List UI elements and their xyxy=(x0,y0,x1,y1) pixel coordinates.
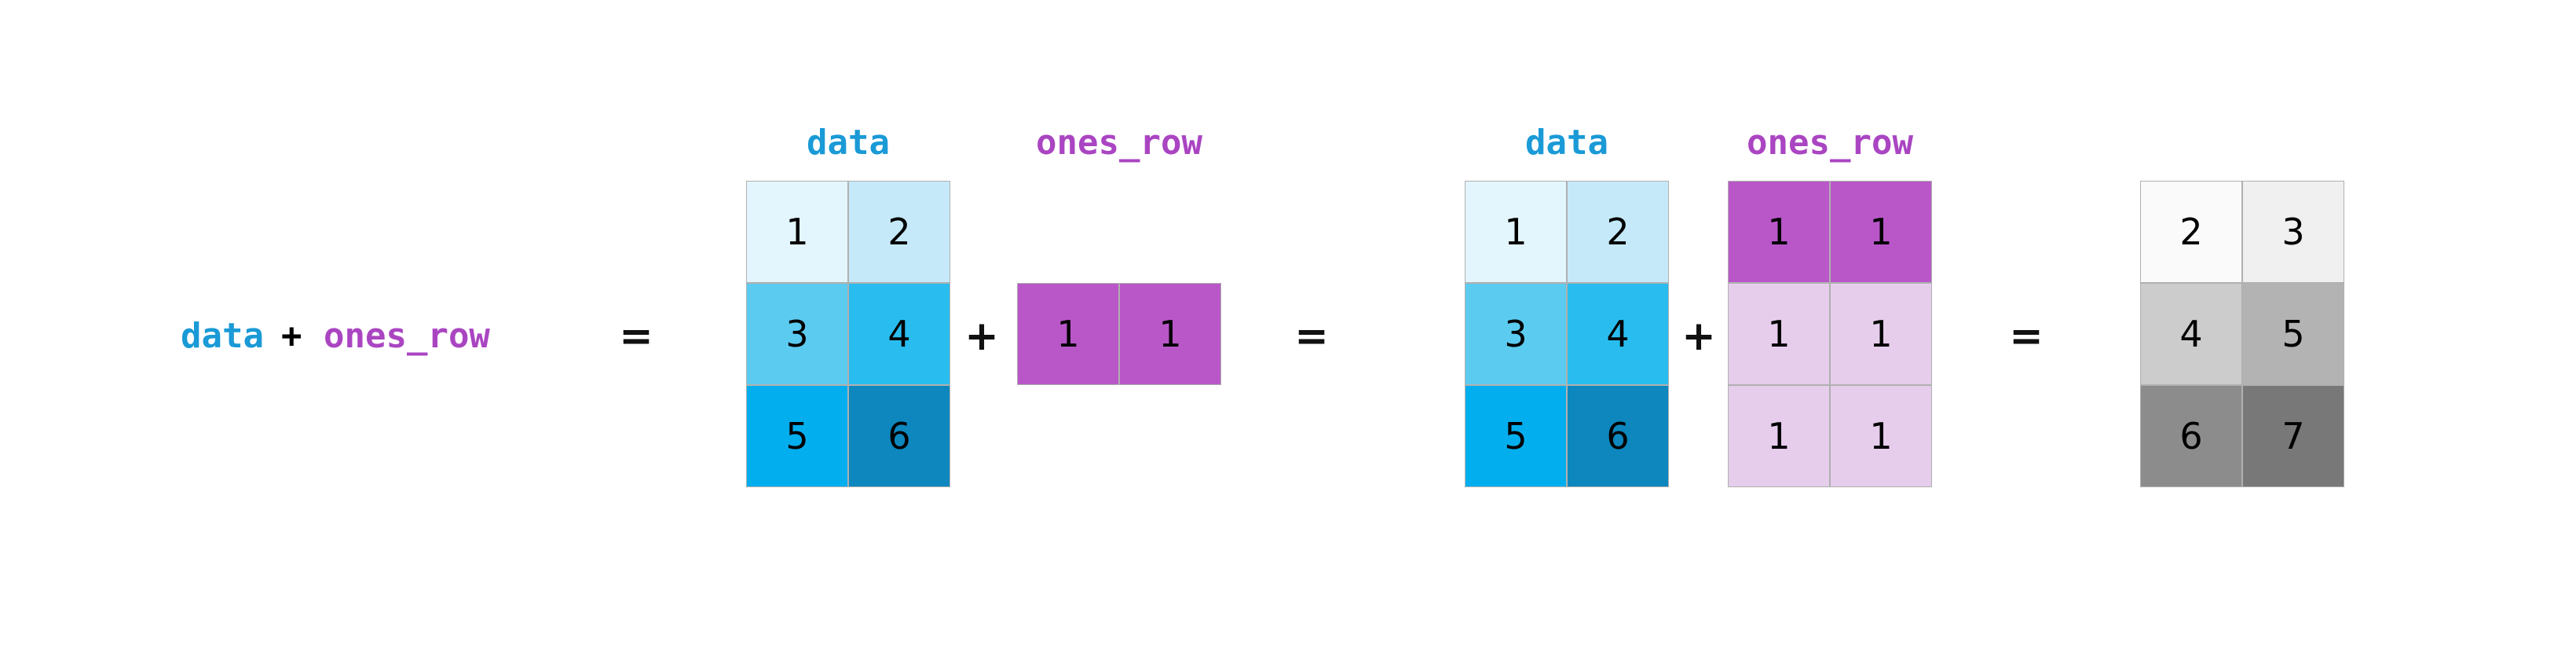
matrix-cell-data-2: 3 xyxy=(1465,283,1567,385)
matrix-cell-data-2: 6 xyxy=(1567,385,1669,487)
plus-operator-1: + xyxy=(964,313,999,360)
matrix-cell-data-1: 4 xyxy=(848,283,950,385)
matrix-cell-result: 6 xyxy=(2140,385,2242,487)
expression-term-data: data xyxy=(181,316,264,356)
matrix-cell-data-1: 5 xyxy=(746,385,848,487)
matrix-title-data-1: data xyxy=(807,123,890,163)
matrix-cell-data-2: 1 xyxy=(1465,181,1567,283)
matrix-cell-ones-row-broadcast: 1 xyxy=(1830,181,1932,283)
matrix-cell-data-1: 3 xyxy=(746,283,848,385)
matrix-cell-ones-row-broadcast: 1 xyxy=(1830,283,1932,385)
matrix-title-ones-row-2: ones_row xyxy=(1747,123,1913,163)
matrix-cell-result: 3 xyxy=(2242,181,2344,283)
matrix-cell-result: 4 xyxy=(2140,283,2242,385)
matrix-cell-ones-row-1: 1 xyxy=(1119,283,1221,385)
expression-term-ones-row: ones_row xyxy=(324,316,490,356)
plus-operator-2: + xyxy=(1681,313,1716,360)
matrix-cell-result: 7 xyxy=(2242,385,2344,487)
matrix-cell-ones-row-broadcast: 1 xyxy=(1728,385,1830,487)
matrix-title-ones-row-1: ones_row xyxy=(1036,123,1202,163)
matrix-cell-ones-row-broadcast: 1 xyxy=(1728,283,1830,385)
matrix-cell-ones-row-broadcast: 1 xyxy=(1728,181,1830,283)
matrix-cell-data-1: 2 xyxy=(848,181,950,283)
matrix-cell-result: 2 xyxy=(2140,181,2242,283)
expression-plus-operator: + xyxy=(281,316,302,356)
equals-operator-1: = xyxy=(619,313,653,360)
matrix-cell-data-2: 5 xyxy=(1465,385,1567,487)
equals-operator-2: = xyxy=(1294,313,1329,360)
matrix-cell-ones-row-1: 1 xyxy=(1017,283,1119,385)
matrix-cell-data-1: 1 xyxy=(746,181,848,283)
equals-operator-3: = xyxy=(2009,313,2044,360)
matrix-cell-data-2: 2 xyxy=(1567,181,1669,283)
matrix-cell-data-1: 6 xyxy=(848,385,950,487)
matrix-cell-ones-row-broadcast: 1 xyxy=(1830,385,1932,487)
matrix-title-data-2: data xyxy=(1525,123,1608,163)
matrix-cell-data-2: 4 xyxy=(1567,283,1669,385)
matrix-cell-result: 5 xyxy=(2242,283,2344,385)
